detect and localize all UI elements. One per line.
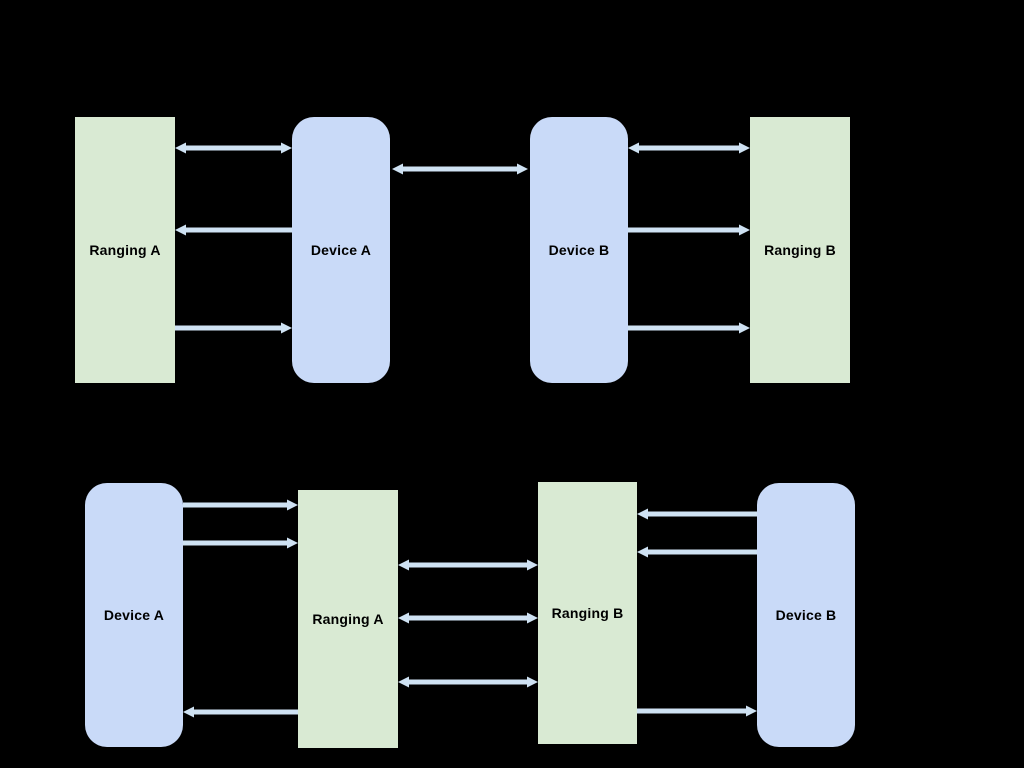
top-ranging-a-box: Ranging A [75, 117, 175, 383]
arrow-device-b-to-ranging-b-1 [637, 508, 757, 520]
arrow-device-b-ranging-b-top [628, 142, 750, 154]
bottom-device-a-label: Device A [103, 607, 165, 623]
arrow-device-a-to-ranging-a-mid [175, 224, 292, 236]
arrow-ranging-a-ranging-b-1 [398, 559, 538, 571]
arrow-ranging-a-ranging-b-3 [398, 676, 538, 688]
arrow-ranging-a-device-a-top [175, 142, 292, 154]
arrow-device-a-to-ranging-a-1 [183, 499, 298, 511]
top-ranging-a-label: Ranging A [89, 242, 161, 258]
arrow-device-a-to-ranging-a-2 [183, 537, 298, 549]
bottom-ranging-a-label: Ranging A [312, 611, 384, 627]
arrow-ranging-a-ranging-b-2 [398, 612, 538, 624]
arrow-device-b-to-ranging-b-2 [637, 546, 757, 558]
top-device-a-label: Device A [310, 242, 372, 258]
bottom-ranging-b-label: Ranging B [551, 605, 624, 621]
top-device-b-label: Device B [548, 242, 610, 258]
arrow-device-b-to-ranging-b-mid [628, 224, 750, 236]
top-device-b-box: Device B [530, 117, 628, 383]
top-device-a-box: Device A [292, 117, 390, 383]
arrow-ranging-b-to-device-b [637, 705, 757, 717]
arrow-device-b-to-ranging-b-bot [628, 322, 750, 334]
arrow-ranging-a-to-device-a [183, 706, 298, 718]
arrow-ranging-a-to-device-a-bot [175, 322, 292, 334]
top-ranging-b-label: Ranging B [764, 242, 836, 258]
top-ranging-b-box: Ranging B [750, 117, 850, 383]
bottom-ranging-a-box: Ranging A [298, 490, 398, 748]
bottom-device-b-box: Device B [757, 483, 855, 747]
bottom-ranging-b-box: Ranging B [538, 482, 637, 744]
bottom-device-a-box: Device A [85, 483, 183, 747]
bottom-device-b-label: Device B [775, 607, 837, 623]
arrow-device-a-device-b [392, 163, 528, 175]
